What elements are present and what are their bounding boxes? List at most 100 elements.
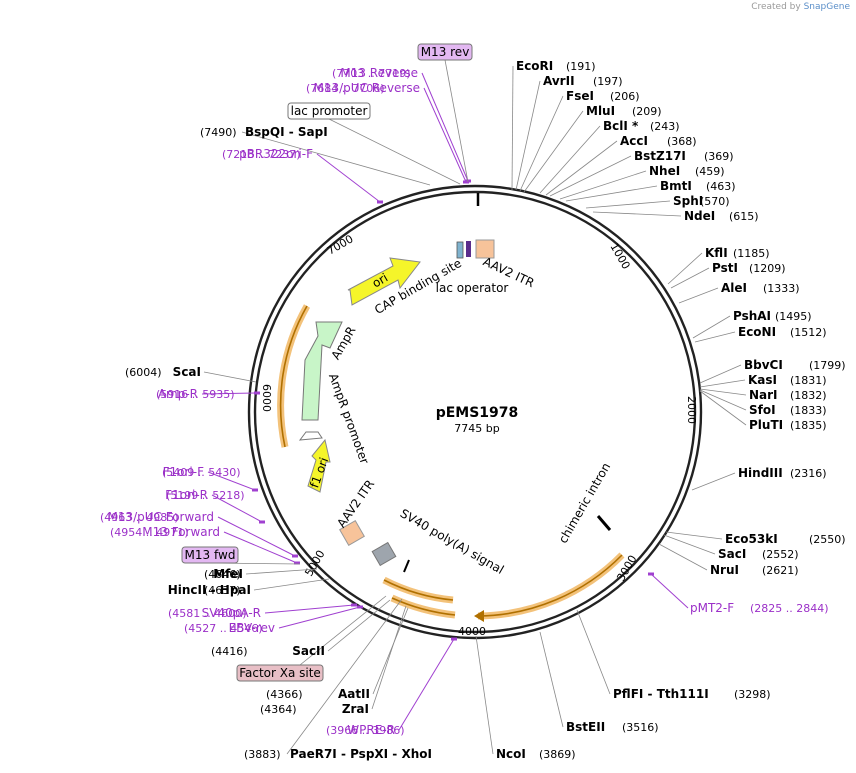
- leader-bbvci: [699, 364, 742, 384]
- leader-pflfi-tth111i: [576, 609, 611, 695]
- site-label-zrai: ZraI: [342, 702, 369, 716]
- leader-alei: [678, 287, 719, 304]
- box-m13-fwd: [181, 546, 239, 564]
- primer-mark-m13-forward: [294, 561, 300, 565]
- site-pos-psti: (1209): [749, 262, 786, 275]
- site-pos-kfli: (1185): [733, 247, 770, 260]
- box-leader-lac-promoter: [328, 118, 461, 185]
- leader-avrii: [515, 80, 541, 191]
- polya-band-1-line: [391, 597, 456, 616]
- leader-acci: [545, 140, 618, 196]
- site-pos-ecori: (191): [566, 60, 596, 73]
- box-factor-xa-site: [236, 664, 324, 682]
- leader-nari: [699, 388, 747, 396]
- lac-operator-mark: [456, 241, 464, 259]
- site-label-avrii: AvrII: [543, 74, 575, 88]
- primer-mark-amp-r: [254, 391, 260, 395]
- box-label-lac-promoter: lac promoter: [291, 104, 368, 118]
- leader-bcli: [539, 125, 601, 194]
- primer-label-f1ori-f: F1ori-F: [163, 465, 204, 479]
- wpre-arrowhead: [474, 610, 484, 622]
- cap-site-mark: [466, 241, 471, 257]
- site-label-alei: AleI: [721, 281, 747, 295]
- leader-ecori: [511, 65, 514, 191]
- site-pos-pluti: (1835): [790, 419, 827, 432]
- site-label-mfei: MfeI: [213, 567, 243, 581]
- aav2-itr-right: [475, 239, 495, 259]
- primer-pos-f1ori-f: (5409 .. 5430): [162, 466, 241, 479]
- site-pos-zrai: (4364): [260, 703, 297, 716]
- tick-label-6000: 6000: [260, 384, 273, 412]
- primer-leader-m13-reverse: [421, 72, 469, 182]
- leader-bmti: [565, 185, 658, 202]
- site-pos-acci: (368): [667, 135, 697, 148]
- site-pos-mfei: (4646): [204, 568, 241, 581]
- site-pos-nrui: (2621): [762, 564, 799, 577]
- plasmid-size: 7745 bp: [454, 422, 499, 435]
- site-label-ncoi: NcoI: [496, 747, 526, 761]
- leader-ndei: [592, 211, 682, 217]
- site-pos-aatii: (4366): [266, 688, 303, 701]
- plasmid-name: pEMS1978: [436, 405, 519, 421]
- primer-mark-f1ori-r: [259, 520, 265, 524]
- box-label-factor-xa-site: Factor Xa site: [239, 666, 321, 680]
- site-pos-avrii: (197): [593, 75, 623, 88]
- primer-label-sv40pa-r: SV40pA-R: [202, 606, 261, 620]
- site-pos-bcli: (243): [650, 120, 680, 133]
- site-label-kfli: KflI: [705, 246, 728, 260]
- ampr-arrow: [301, 321, 343, 421]
- leader-saci: [663, 534, 716, 555]
- site-pos-eco53ki: (2550): [809, 533, 846, 546]
- primer-label-pbr322ori-f: pBR322ori-F: [239, 147, 313, 161]
- site-pos-nari: (1832): [790, 389, 827, 402]
- feature-label-chimeric-intron-9: chimeric intron: [556, 460, 613, 545]
- site-pos-bsteii: (3516): [622, 721, 659, 734]
- leader-paer7i-pspxi-xhoi: [286, 598, 403, 755]
- leader-mfei: [245, 568, 318, 575]
- site-pos-alei: (1333): [763, 282, 800, 295]
- primer-mark-f1ori-f: [252, 488, 258, 492]
- labels-layer: EcoRI(191)AvrII(197)FseI(206)MluI(209)Bc…: [100, 43, 846, 761]
- site-pos-paer7i-pspxi-xhoi: (3883): [244, 748, 281, 761]
- site-pos-fsei: (206): [610, 90, 640, 103]
- primer-leader-pbr322ori-f: [316, 153, 381, 203]
- primer-leader-ebv-rev: [278, 606, 361, 629]
- site-label-hindiii: HindIII: [738, 466, 783, 480]
- primer-mark-wpre-r: [451, 637, 457, 641]
- amp-band: [277, 304, 311, 448]
- site-pos-bbvci: (1799): [809, 359, 846, 372]
- feature-label-ori-0: ori: [370, 271, 391, 291]
- primer-leader-sv40pa-r: [264, 604, 355, 614]
- leader-zrai: [371, 605, 407, 710]
- primer-leader-f1ori-f: [207, 471, 256, 491]
- site-pos-kasi: (1831): [790, 374, 827, 387]
- site-pos-saci: (2552): [762, 548, 799, 561]
- site-label-scai: ScaI: [173, 365, 201, 379]
- primer-label-f1ori-r: F1ori-R: [165, 488, 208, 502]
- leader-mlui: [523, 110, 584, 193]
- site-label-acci: AccI: [620, 134, 648, 148]
- leader-econi: [694, 331, 736, 343]
- site-pos-scai: (6004): [125, 366, 162, 379]
- primer-leader-wpre-r: [398, 638, 455, 731]
- leader-fsei: [519, 95, 564, 192]
- primer-pos-ebv-rev: (4527 .. 4546): [184, 622, 263, 635]
- primer-leader-f1ori-r: [211, 494, 263, 523]
- primer-pos-wpre-r: (3966 .. 3986): [326, 724, 405, 737]
- aav2-itr-left: [339, 520, 365, 546]
- f1-ori-arrow: [307, 438, 331, 493]
- leader-bsteii: [539, 631, 564, 728]
- site-label-sfoi: SfoI: [749, 403, 776, 417]
- site-label-nari: NarI: [749, 388, 778, 402]
- leader-kfli: [667, 252, 703, 285]
- box-lac-promoter: [287, 102, 371, 120]
- site-label-kasi: KasI: [748, 373, 777, 387]
- site-label-econi: EcoNI: [738, 325, 776, 339]
- box-leader-m13-rev: [444, 59, 469, 183]
- primer-leader-m13-forward: [223, 531, 298, 564]
- primer-label-m13-reverse: M13 Reverse: [340, 66, 418, 80]
- leaders-layer: [201, 59, 747, 755]
- leader-psti: [670, 267, 710, 289]
- site-label-psti: PstI: [712, 261, 738, 275]
- site-label-hincii-hpai: HincII - HpaI: [168, 583, 251, 597]
